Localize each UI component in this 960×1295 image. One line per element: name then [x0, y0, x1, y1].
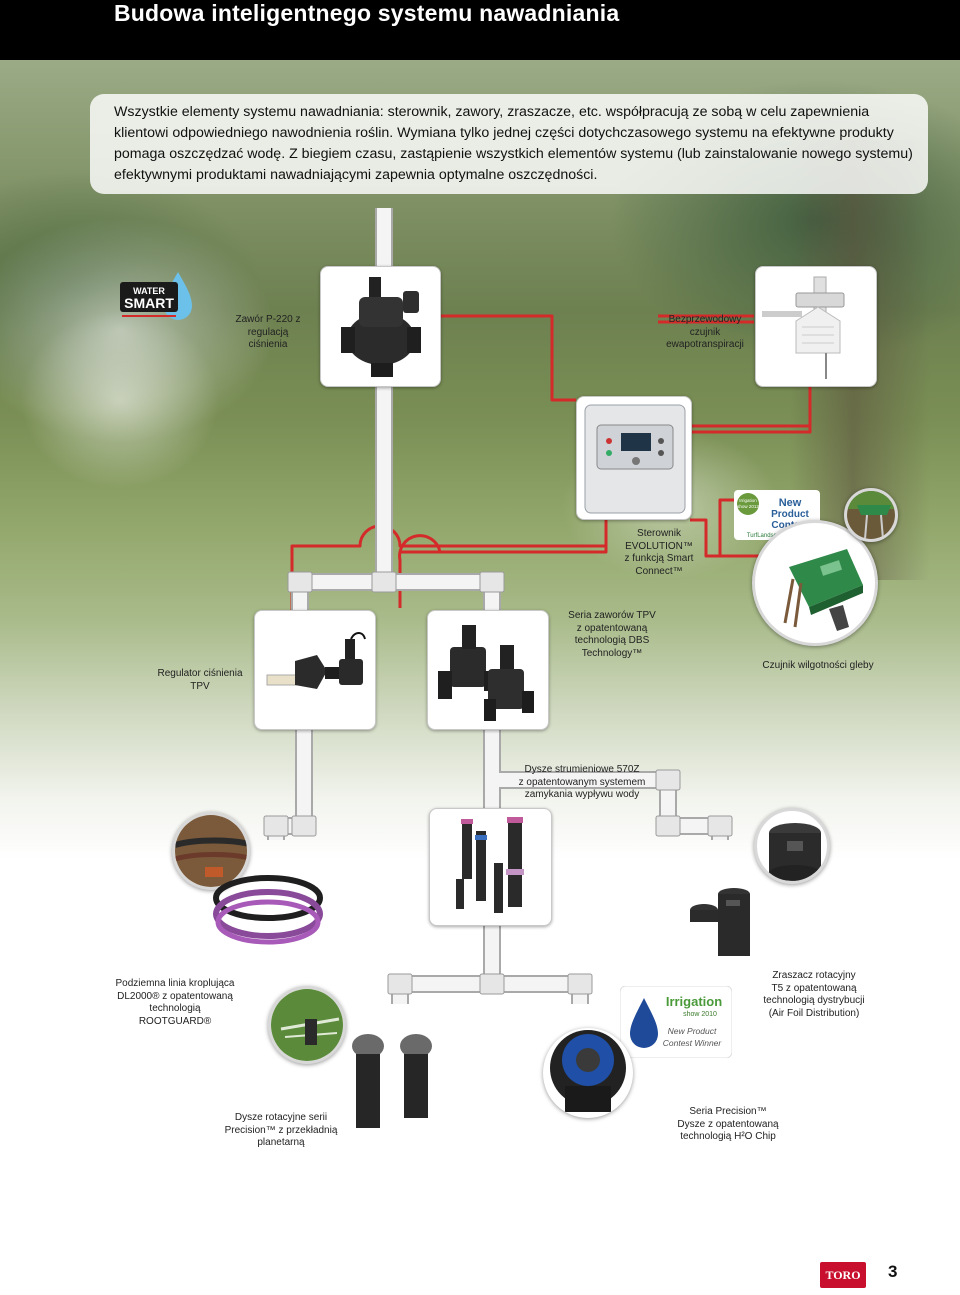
precision-rotary-label: Dysze rotacyjne serii Precision™ z przek…: [224, 1112, 338, 1148]
tpv-valves-label: Seria zaworów TPV z opatentowaną technol…: [568, 610, 656, 659]
grass-spray-icon: [271, 989, 343, 1061]
ground-sensor-icon: [847, 491, 895, 539]
garden-background-image: [0, 60, 960, 1295]
water-smart-logo: WATER SMART: [120, 272, 192, 320]
page-title: Budowa inteligentnego systemu nawadniani…: [114, 0, 620, 26]
dripline-soil-icon: [175, 815, 247, 887]
controller-label: Sterownik EVOLUTION™ z funkcją Smart Con…: [624, 528, 694, 577]
soil-sensor-icon: [783, 549, 863, 631]
soil-sensor-label: Czujnik wilgotności gleby: [762, 660, 874, 671]
irrigation-show-2010-badge: Irrigation show 2010 New Product Contest…: [620, 986, 732, 1058]
precision-rotary-spray-photo: [268, 986, 346, 1064]
valve-p220-label: Zawór P-220 z regulacją ciśnienia: [235, 314, 301, 350]
dripline-coils-icon: [213, 875, 323, 945]
tpv-valves-photo: [427, 610, 549, 730]
valves-icon: [438, 625, 534, 721]
valve-icon: [341, 277, 421, 377]
weather-sensor-icon: [762, 276, 845, 379]
svg-text:SMART: SMART: [124, 295, 174, 311]
svg-text:Contest Winner: Contest Winner: [663, 1038, 723, 1048]
et-sensor-photo: [755, 266, 877, 387]
pop-up-sprinklers-icon: [456, 817, 524, 913]
spray-nozzle-icon: [550, 1030, 626, 1112]
svg-text:Irrigation: Irrigation: [666, 994, 722, 1009]
nozzles-570z-label: Dysze strumieniowe 570Z z opatentowanym …: [518, 764, 646, 800]
precision-h2o-nozzle-photo: [543, 1028, 633, 1118]
dripline-installed-photo: [172, 812, 250, 890]
svg-text:show 2012: show 2012: [737, 504, 759, 509]
pressure-regulator-icon: [266, 632, 366, 689]
precision-rotary-nozzles-icon: [352, 1034, 432, 1128]
page-header: Budowa inteligentnego systemu nawadniani…: [0, 0, 960, 60]
dripline-label: Podziemna linia kroplująca DL2000® z opa…: [115, 978, 235, 1027]
soil-sensor-photo: [752, 520, 878, 646]
red-wires: [290, 314, 812, 610]
svg-text:Product: Product: [771, 509, 809, 520]
precision-h2o-label: Seria Precision™ Dysze z opatentowaną te…: [677, 1106, 779, 1142]
et-sensor-label: Bezprzewodowy czujnik ewapotranspiracji: [666, 314, 744, 350]
nozzles-570z-photo: [429, 808, 552, 926]
svg-text:WATER: WATER: [133, 286, 165, 296]
svg-text:New: New: [779, 497, 802, 509]
page-number: 3: [888, 1262, 898, 1281]
t5-rotor-label: Zraszacz rotacyjny T5 z opatentowaną tec…: [763, 970, 865, 1019]
rotor-cap-icon: [769, 823, 821, 881]
valve-p220-photo: [320, 266, 441, 387]
intro-text: Wszystkie elementy systemu nawadniania: …: [114, 104, 913, 183]
toro-logo: TORO: [820, 1262, 866, 1288]
svg-text:show 2010: show 2010: [683, 1011, 717, 1018]
tpv-regulator-label: Regulator ciśnienia TPV: [157, 668, 243, 692]
svg-text:New Product: New Product: [668, 1026, 717, 1036]
controller-icon: [584, 404, 686, 514]
t5-rotor-cap-photo: [754, 808, 830, 884]
svg-text:Irrigation: Irrigation: [739, 498, 757, 503]
controller-photo: [576, 396, 692, 520]
soil-sensor-installed-photo: [844, 488, 898, 542]
t5-rotor-icon: [690, 888, 750, 956]
pipe-fittings: [263, 571, 733, 995]
intro-panel: Wszystkie elementy systemu nawadniania: …: [90, 94, 928, 194]
water-spray-shape: [20, 310, 220, 490]
tpv-regulator-photo: [254, 610, 376, 730]
